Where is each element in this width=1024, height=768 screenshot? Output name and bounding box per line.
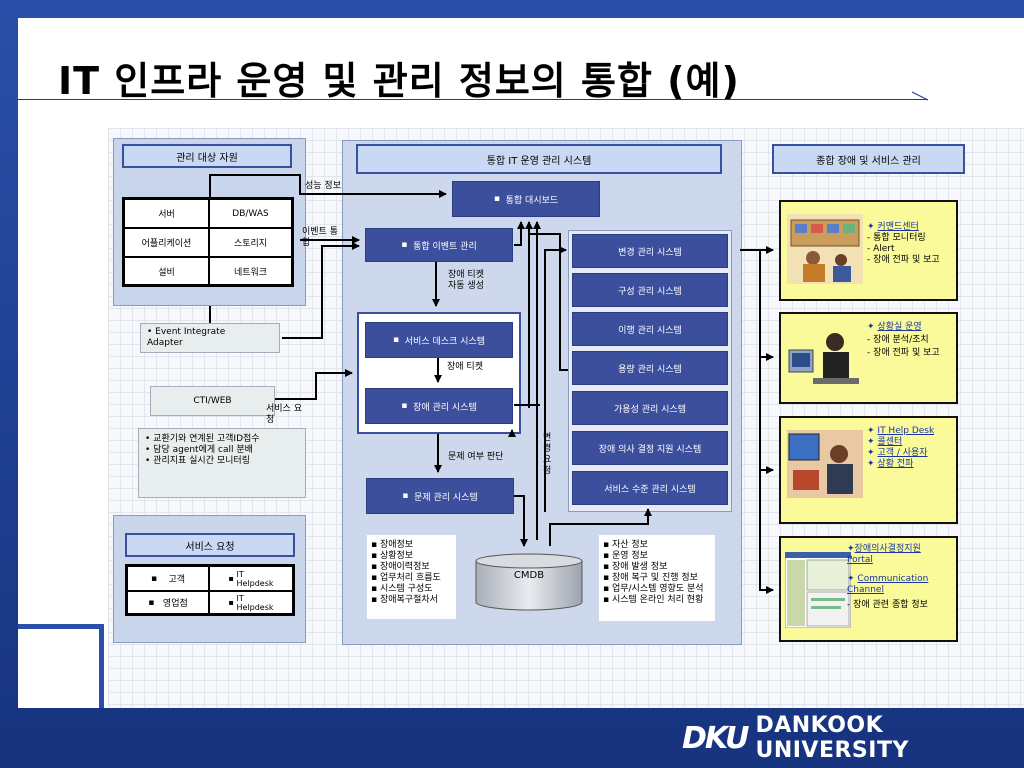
decision-portal-screenshot — [785, 552, 851, 628]
flow-label-performance: 성능 정보 — [305, 181, 341, 191]
situation-room-text: ✦ 상황실 운영 - 장애 분석/조치 - 장애 전파 및 보고 — [867, 322, 959, 359]
service-request-table: ▪ 고객 ▪ IT Helpdesk ▪ 영업점 ▪ IT Helpdesk — [125, 564, 295, 616]
service-cell: ▪ IT Helpdesk — [209, 591, 293, 614]
info-item: ▪ 업무/시스템 영향도 분석 — [603, 584, 704, 594]
info-item: ▪ 자산 정보 — [603, 540, 648, 550]
asset-info-list: ▪ 자산 정보 ▪ 운영 정보 ▪ 장애 발생 정보 ▪ 장애 복구 및 진행 … — [599, 535, 715, 621]
incident-info-list: ▪ 장애정보 ▪ 상황정보 ▪ 장애이력정보 ▪ 업무처리 흐름도 ▪ 시스템 … — [367, 535, 456, 619]
integrated-dashboard: ▪ 통합 대시보드 — [452, 181, 600, 217]
it-helpdesk-item: 상황 전파 — [877, 459, 914, 469]
command-center-box: ✦ 커맨드센터 - 통합 모니터링 - Alert - 장애 전파 및 보고 — [779, 200, 958, 301]
situation-room-title: 상황실 운영 — [877, 322, 922, 332]
command-center-illustration — [787, 214, 863, 284]
command-center-item: - Alert — [867, 244, 895, 254]
info-item: ▪ 장애 발생 정보 — [603, 562, 668, 572]
system-box: 가용성 관리 시스템 — [572, 391, 728, 425]
it-helpdesk-text: ✦ IT Help Desk ✦ 콜센터 ✦ 고객 / 사용자 ✦ 상황 전파 — [867, 426, 935, 469]
service-cell: ▪ IT Helpdesk — [209, 566, 293, 591]
info-item: ▪ 시스템 온라인 처리 현황 — [603, 595, 704, 605]
event-integrate-adapter: • Event Integrate Adapter — [140, 323, 280, 353]
flow-label-ticket-auto: 장애 티켓 자동 생성 — [448, 270, 484, 291]
command-center-text: ✦ 커맨드센터 - 통합 모니터링 - Alert - 장애 전파 및 보고 — [867, 222, 959, 266]
cti-item: • 관리지표 실시간 모니터링 — [145, 456, 250, 466]
situation-room-item: - 장애 전파 및 보고 — [867, 348, 940, 358]
cti-item: • 담당 agent에게 call 분배 — [145, 445, 253, 455]
integrated-event-management: ▪ 통합 이벤트 관리 — [365, 228, 513, 262]
service-desk-system: ▪ 서비스 데스크 시스템 — [365, 322, 513, 358]
resource-cell: 서버 — [124, 199, 209, 228]
info-item: ▪ 상황정보 — [371, 551, 414, 561]
it-helpdesk-box: ✦ IT Help Desk ✦ 콜센터 ✦ 고객 / 사용자 ✦ 상황 전파 — [779, 416, 958, 524]
it-helpdesk-item: 고객 / 사용자 — [877, 448, 928, 458]
service-cell: ▪ 고객 — [127, 566, 209, 591]
info-item: ▪ 장애복구절차서 — [371, 595, 438, 605]
decision-portal-item: - 장애 관련 종합 정보 — [847, 600, 928, 610]
command-center-title: 커맨드센터 — [877, 222, 919, 232]
flow-label-change-request: 변 경 요 청 — [543, 433, 552, 476]
situation-room-box: ✦ 상황실 운영 - 장애 분석/조치 - 장애 전파 및 보고 — [779, 312, 958, 404]
dankook-logo: DKU DANKOOK UNIVERSITY — [682, 713, 1012, 763]
flow-label-problem-judge: 문제 여부 판단 — [448, 452, 504, 462]
cti-details-box: • 교환기와 연계된 고객ID접수 • 담당 agent에게 call 분배 •… — [138, 428, 306, 498]
service-request-header: 서비스 요청 — [125, 533, 295, 557]
info-item: ▪ 시스템 구성도 — [371, 584, 433, 594]
university-name: DANKOOK UNIVERSITY — [755, 713, 909, 763]
situation-room-item: - 장애 분석/조치 — [867, 335, 929, 345]
resource-cell: 스토리지 — [209, 228, 292, 257]
decision-portal-box: ✦장애의사결정지원 Portal ✦ Communication Channel… — [779, 536, 958, 642]
service-management-header: 종합 장애 및 서비스 관리 — [772, 144, 965, 174]
managed-resources-header: 관리 대상 자원 — [122, 144, 292, 168]
system-box: 장애 의사 결정 지원 시스템 — [572, 431, 728, 465]
page-title: IT 인프라 운영 및 관리 정보의 통합 (예) — [58, 59, 740, 103]
flow-label-ticket: 장애 티켓 — [447, 362, 483, 372]
resources-table: 서버 DB/WAS 어플리케이션 스토리지 설비 네트워크 — [122, 197, 294, 287]
command-center-item: - 장애 전파 및 보고 — [867, 255, 940, 265]
dku-mark: DKU — [682, 720, 749, 756]
problem-management-system: ▪ 문제 관리 시스템 — [366, 478, 514, 514]
cmdb-label: CMDB — [513, 570, 545, 581]
cmdb-cylinder — [475, 553, 583, 611]
system-box: 용량 관리 시스템 — [572, 351, 728, 385]
it-helpdesk-illustration — [787, 430, 863, 498]
flow-label-service-request: 서비스 요 청 — [266, 404, 302, 425]
situation-room-illustration — [788, 333, 859, 384]
service-cell: ▪ 영업점 — [127, 591, 209, 614]
system-box: 이행 관리 시스템 — [572, 312, 728, 346]
info-item: ▪ 업무처리 흐름도 — [371, 573, 441, 583]
info-item: ▪ 장애이력정보 — [371, 562, 430, 572]
system-box: 변경 관리 시스템 — [572, 234, 728, 268]
system-box: 서비스 수준 관리 시스템 — [572, 471, 728, 505]
cti-item: • 교환기와 연계된 고객ID접수 — [145, 434, 260, 444]
resource-cell: 네트워크 — [209, 257, 292, 285]
info-item: ▪ 장애정보 — [371, 540, 414, 550]
decision-portal-title: 장애의사결정지원 Portal — [847, 544, 921, 565]
info-item: ▪ 장애 복구 및 진행 정보 — [603, 573, 698, 583]
system-box: 구성 관리 시스템 — [572, 273, 728, 307]
decision-portal-item: Communication Channel — [847, 574, 929, 595]
it-helpdesk-item: 콜센터 — [877, 437, 903, 447]
resource-cell: 설비 — [124, 257, 209, 285]
cti-web-box: CTI/WEB — [150, 386, 275, 416]
command-center-item: - 통합 모니터링 — [867, 233, 926, 243]
flow-label-event-integration: 이벤트 통 합 — [302, 227, 338, 248]
incident-management-system: ▪ 장애 관리 시스템 — [365, 388, 513, 424]
resource-cell: DB/WAS — [209, 199, 292, 228]
info-item: ▪ 운영 정보 — [603, 551, 648, 561]
title-underline — [18, 99, 928, 100]
decision-portal-text: ✦장애의사결정지원 Portal ✦ Communication Channel… — [847, 544, 959, 611]
resource-cell: 어플리케이션 — [124, 228, 209, 257]
integrated-ops-header: 통합 IT 운영 관리 시스템 — [356, 144, 722, 174]
it-helpdesk-title: IT Help Desk — [877, 426, 935, 436]
corner-decoration — [18, 624, 104, 708]
